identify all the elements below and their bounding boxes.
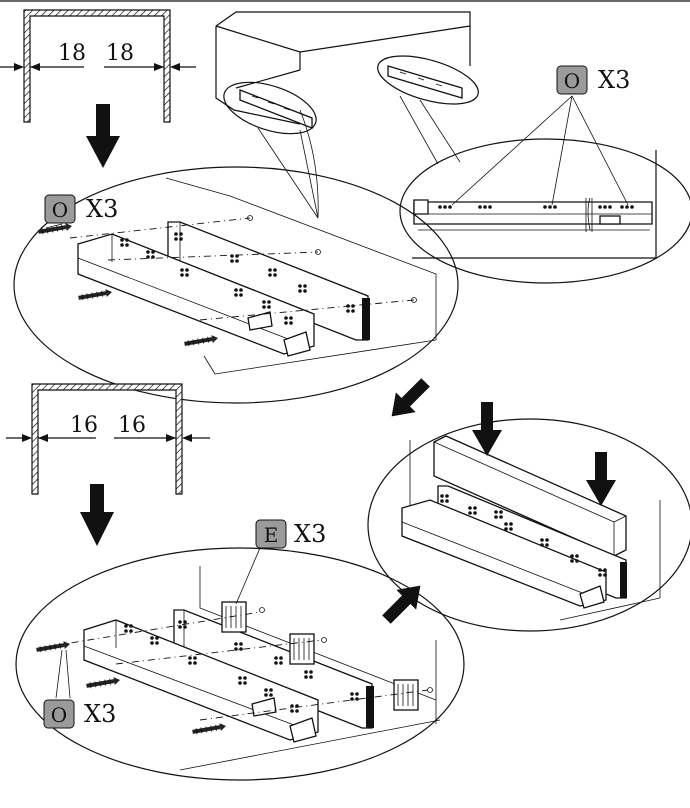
down-arrow-icon — [80, 484, 114, 546]
svg-text:E: E — [264, 523, 279, 547]
bracket-badge-step2: E X3 — [255, 519, 326, 549]
dimension-right-16: 16 — [118, 413, 146, 438]
step1-rail-assembly — [13, 166, 459, 404]
dimension-left-16: 16 — [70, 413, 98, 438]
diagonal-arrow-icon — [391, 378, 430, 417]
screw-quantity-step2: X3 — [84, 700, 116, 728]
cabinet-perspective — [215, 11, 479, 219]
step2-rail-assembly — [15, 547, 465, 781]
rail-zoom-detail — [399, 95, 690, 284]
screw-quantity-zoom: X3 — [598, 66, 630, 94]
diagonal-arrow-icon — [382, 585, 421, 624]
step3-drawer-install — [367, 402, 690, 632]
dimension-left-18: 18 — [58, 41, 86, 66]
screw-badge-zoom: O X3 — [556, 65, 630, 95]
callout-curve — [299, 109, 319, 219]
svg-text:O: O — [564, 69, 580, 93]
svg-text:O: O — [52, 198, 68, 222]
dimension-right-18: 18 — [106, 41, 134, 66]
screw-quantity-step1: X3 — [86, 195, 118, 223]
cabinet-top-view-18: 18 18 — [0, 9, 196, 123]
screw-badge-step2: O X3 — [43, 699, 116, 729]
bracket-quantity-step2: X3 — [294, 520, 326, 548]
cabinet-top-view-16: 16 16 — [6, 383, 210, 495]
down-arrow-icon — [86, 104, 120, 168]
svg-text:O: O — [51, 703, 67, 727]
screw-badge-step1: O X3 — [44, 194, 118, 229]
